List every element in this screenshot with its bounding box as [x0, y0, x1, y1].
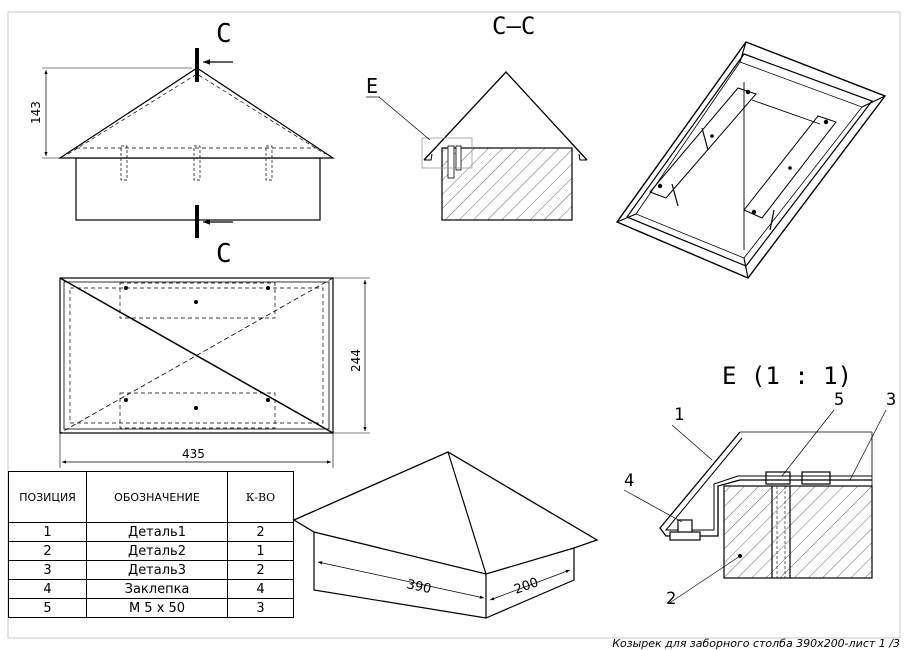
detail-ref-label: E: [366, 74, 378, 98]
header-designation: ОБОЗНАЧЕНИЕ: [86, 471, 228, 523]
cell-quantity: 1: [227, 541, 294, 561]
table-row: 5 М 5 х 50 3: [8, 598, 294, 618]
header-position: ПОЗИЦИЯ: [8, 471, 87, 523]
cell-designation: Деталь3: [86, 560, 228, 580]
cell-quantity: 4: [227, 579, 294, 599]
section-cc-view: [366, 71, 588, 221]
dim-iso-200: 200: [512, 575, 540, 598]
iso-bottom-view: [615, 41, 887, 279]
title-block-text: Козырек для заборного столба 390х200-лис…: [612, 637, 900, 650]
dim-width-244: 244: [349, 349, 363, 372]
cell-quantity: 2: [227, 522, 294, 542]
dim-length-435: 435: [182, 447, 205, 461]
section-label-top: C: [216, 19, 232, 49]
cell-designation: Заклепка: [86, 579, 228, 599]
table-row: 2 Деталь2 1: [8, 541, 294, 561]
cell-position: 1: [8, 522, 87, 542]
cell-position: 2: [8, 541, 87, 561]
callout-3: 3: [886, 390, 896, 410]
callout-5: 5: [834, 390, 844, 410]
callout-4: 4: [624, 471, 634, 491]
cell-quantity: 3: [227, 598, 294, 618]
header-quantity: К-ВО: [227, 471, 294, 523]
table-row: 3 Деталь3 2: [8, 560, 294, 580]
cell-position: 4: [8, 579, 87, 599]
spec-header-row: ПОЗИЦИЯ ОБОЗНАЧЕНИЕ К-ВО: [8, 471, 294, 523]
plan-view: [59, 277, 370, 468]
drawing-frame: [7, 11, 901, 639]
table-row: 1 Деталь1 2: [8, 522, 294, 542]
section-label-bottom: C: [216, 239, 232, 269]
cell-position: 5: [8, 598, 87, 618]
detail-e-view: [623, 409, 887, 605]
iso-top-view: [292, 451, 599, 619]
section-title: C–C: [492, 12, 535, 40]
dim-iso-390: 390: [405, 577, 432, 597]
cell-designation: Деталь1: [86, 522, 228, 542]
detail-title: E (1 : 1): [722, 362, 852, 390]
dim-height-143: 143: [29, 101, 43, 124]
callout-2: 2: [666, 589, 676, 609]
front-view: [42, 48, 335, 238]
cell-position: 3: [8, 560, 87, 580]
spec-table: ПОЗИЦИЯ ОБОЗНАЧЕНИЕ К-ВО 1 Деталь1 2 2 Д…: [8, 471, 294, 618]
table-row: 4 Заклепка 4: [8, 579, 294, 599]
cell-designation: Деталь2: [86, 541, 228, 561]
cell-quantity: 2: [227, 560, 294, 580]
cell-designation: М 5 х 50: [86, 598, 228, 618]
callout-1: 1: [674, 405, 684, 425]
